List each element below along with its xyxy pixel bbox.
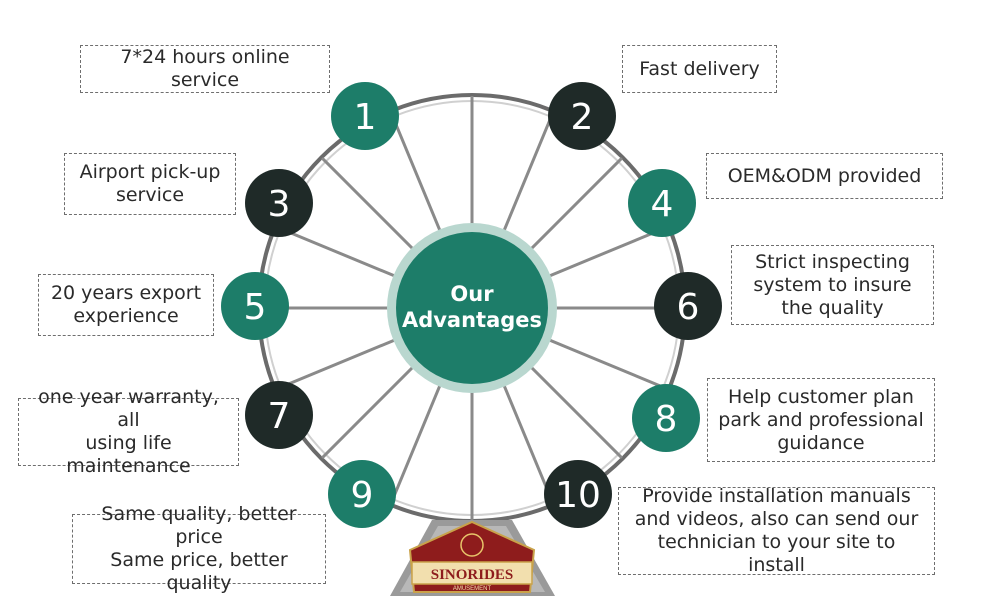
advantage-node-circle	[245, 169, 313, 237]
advantage-node-circle	[654, 272, 722, 340]
advantage-nodes: 1 2 3 4 5 6 7 8 9 10	[221, 82, 722, 528]
advantage-label-3: Airport pick-up service	[64, 153, 236, 215]
center-title-line2: Advantages	[402, 308, 542, 332]
advantage-node-number: 1	[354, 97, 377, 138]
sinorides-logo: SINORIDES AMUSEMENT	[408, 520, 536, 593]
advantage-node-circle	[544, 460, 612, 528]
logo-wordmark: SINORIDES	[431, 567, 514, 583]
advantage-node-number: 2	[571, 97, 594, 138]
advantage-node-circle	[245, 381, 313, 449]
advantage-label-2: Fast delivery	[622, 45, 777, 93]
advantage-label-6: Strict inspecting system to insure the q…	[731, 245, 934, 325]
advantage-node-number: 3	[268, 184, 291, 225]
advantage-node-7: 7	[245, 381, 313, 449]
advantage-node-4: 4	[628, 169, 696, 237]
advantage-node-8: 8	[632, 384, 700, 452]
logo-banner	[411, 561, 533, 585]
advantage-node-6: 6	[654, 272, 722, 340]
advantage-label-8: Help customer plan park and professional…	[707, 378, 935, 462]
logo-mini-wheel	[460, 533, 484, 557]
advantage-node-5: 5	[221, 272, 289, 340]
advantage-node-circle	[628, 169, 696, 237]
advantage-node-circle	[221, 272, 289, 340]
center-hub: Our Advantages	[387, 223, 557, 393]
advantage-node-circle	[548, 82, 616, 150]
advantage-node-circle	[331, 82, 399, 150]
advantage-node-number: 7	[268, 396, 291, 437]
advantage-node-number: 10	[555, 475, 601, 516]
advantage-label-7: one year warranty, all using life mainte…	[18, 386, 239, 477]
advantage-node-9: 9	[328, 460, 396, 528]
logo-tagline: AMUSEMENT	[453, 586, 492, 592]
advantage-node-number: 8	[655, 399, 678, 440]
advantage-node-number: 4	[651, 184, 674, 225]
advantage-node-circle	[632, 384, 700, 452]
advantage-label-5: 20 years export experience	[38, 274, 214, 336]
advantage-node-number: 9	[351, 475, 374, 516]
advantage-label-9: Same quality, better price Same price, b…	[72, 503, 326, 594]
advantage-node-3: 3	[245, 169, 313, 237]
advantage-node-10: 10	[544, 460, 612, 528]
advantage-label-1: 7*24 hours online service	[80, 45, 330, 93]
advantage-node-number: 6	[677, 287, 700, 328]
advantage-node-1: 1	[331, 82, 399, 150]
advantage-node-circle	[328, 460, 396, 528]
advantage-node-2: 2	[548, 82, 616, 150]
advantage-node-number: 5	[244, 287, 267, 328]
center-title-line1: Our	[450, 282, 494, 306]
advantage-label-10: Provide installation manuals and videos,…	[618, 485, 935, 576]
advantage-label-4: OEM&ODM provided	[706, 153, 943, 199]
center-hub-disc	[396, 232, 548, 384]
